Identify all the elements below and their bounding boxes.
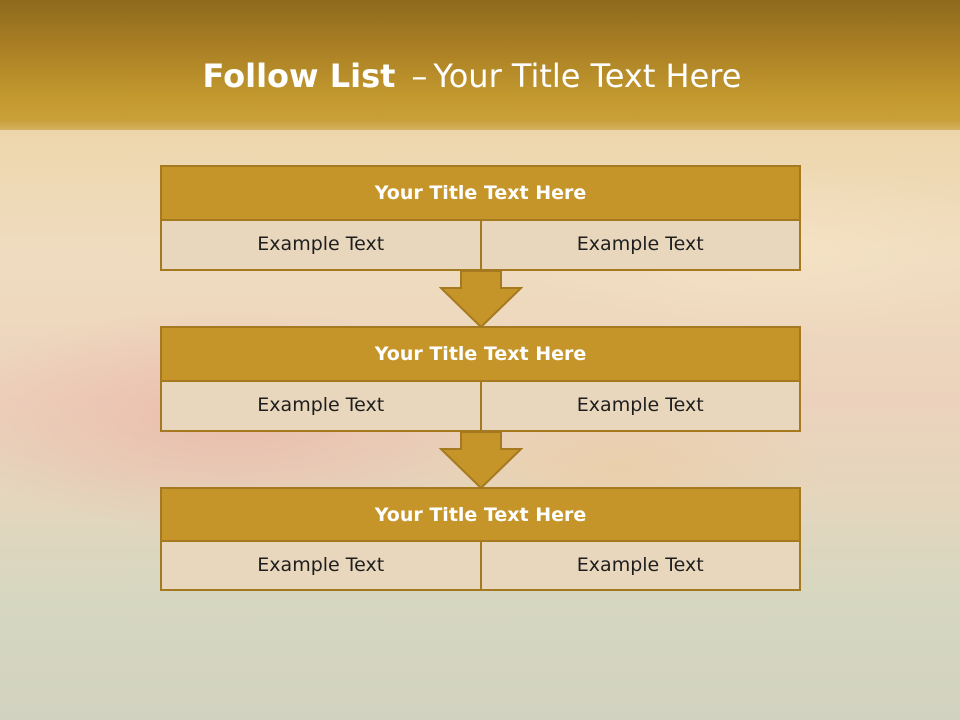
block-row: Example Text Example Text — [160, 542, 801, 591]
block-title[interactable]: Your Title Text Here — [160, 326, 801, 382]
list-block-3: Your Title Text Here Example Text Exampl… — [160, 487, 801, 591]
block-row: Example Text Example Text — [160, 382, 801, 432]
block-cell-right[interactable]: Example Text — [481, 221, 801, 271]
block-cell-right[interactable]: Example Text — [481, 542, 801, 591]
list-block-2: Your Title Text Here Example Text Exampl… — [160, 326, 801, 432]
block-cell-right[interactable]: Example Text — [481, 382, 801, 432]
slide-title-rest: Your Title Text Here — [433, 57, 742, 95]
block-cell-left[interactable]: Example Text — [160, 542, 482, 591]
list-block-1: Your Title Text Here Example Text Exampl… — [160, 165, 801, 271]
slide-title-separator: – — [411, 57, 428, 95]
block-title[interactable]: Your Title Text Here — [160, 487, 801, 542]
block-row: Example Text Example Text — [160, 221, 801, 271]
slide-title: Follow List–Your Title Text Here — [0, 56, 944, 96]
down-arrow-icon — [439, 270, 523, 328]
block-cell-left[interactable]: Example Text — [160, 382, 482, 432]
down-arrow-icon — [439, 431, 523, 489]
title-bar — [0, 0, 960, 130]
block-title[interactable]: Your Title Text Here — [160, 165, 801, 221]
block-cell-left[interactable]: Example Text — [160, 221, 482, 271]
slide-title-bold: Follow List — [202, 57, 396, 95]
